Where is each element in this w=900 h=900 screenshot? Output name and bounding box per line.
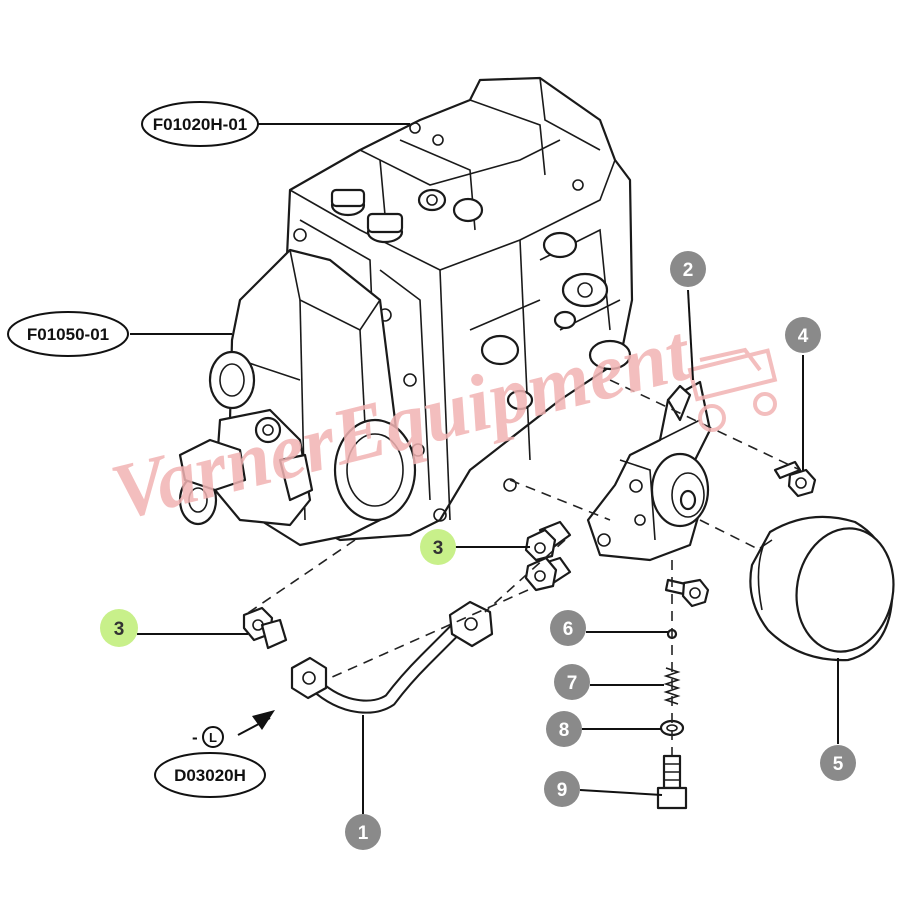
reference-label-text: F01020H-01 [153, 115, 248, 134]
reference-label-text: F01050-01 [27, 325, 109, 344]
sealant-prefix: - [192, 728, 198, 747]
assembly-lines [244, 379, 801, 755]
callout-number: 7 [567, 673, 578, 694]
callout-number: 3 [114, 619, 125, 640]
callout-number: 3 [433, 538, 444, 559]
callout-5[interactable]: 5 [820, 745, 856, 781]
callout-4[interactable]: 4 [785, 317, 821, 353]
reference-label-f01050[interactable]: F01050-01 [7, 311, 129, 357]
callout-3-lower[interactable]: 3 [100, 609, 138, 647]
callout-8[interactable]: 8 [546, 711, 582, 747]
reference-label-d03020h[interactable]: D03020H [154, 752, 266, 798]
filter-head-bracket [586, 380, 712, 562]
tractor-logo-icon [687, 347, 778, 432]
sealant-icon [202, 726, 224, 748]
callout-number: 6 [563, 619, 574, 640]
sealant-symbol: - L [192, 726, 224, 748]
callout-3-upper[interactable]: 3 [420, 529, 456, 565]
plug-bolt-9 [656, 754, 688, 810]
callout-6[interactable]: 6 [550, 610, 586, 646]
fitting-3-upper [524, 520, 572, 592]
callout-7[interactable]: 7 [554, 664, 590, 700]
sealant-letter: L [209, 730, 217, 745]
callout-1[interactable]: 1 [345, 814, 381, 850]
callout-number: 2 [683, 260, 694, 281]
reference-label-f01020h[interactable]: F01020H-01 [141, 101, 259, 147]
callout-number: 5 [833, 754, 844, 775]
reference-label-text: D03020H [174, 766, 246, 785]
front-cover [178, 248, 417, 547]
arrow-icon [252, 710, 275, 730]
fitting-3-lower [242, 606, 288, 650]
oil-pipe [290, 600, 494, 714]
callout-number: 1 [358, 823, 369, 844]
callout-number: 4 [798, 326, 809, 347]
callout-9[interactable]: 9 [544, 771, 580, 807]
leader-lines [130, 123, 839, 814]
callout-number: 9 [557, 780, 568, 801]
callout-2[interactable]: 2 [670, 251, 706, 287]
oil-filter [749, 515, 895, 662]
callout-number: 8 [559, 720, 570, 741]
bracket-bolt [664, 578, 710, 608]
